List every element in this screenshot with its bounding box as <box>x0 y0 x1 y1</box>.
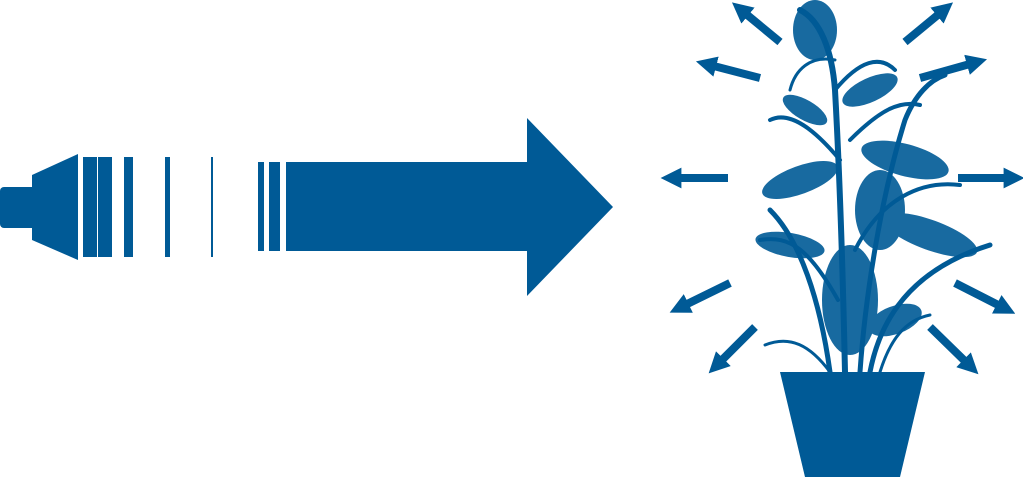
radiating-arrow-icon <box>731 2 783 46</box>
radiating-arrow-icon <box>918 54 988 82</box>
radiating-arrow-icon <box>669 279 732 313</box>
potted-plant-icon <box>755 0 993 477</box>
radiating-arrows <box>660 2 1023 375</box>
flow-arrow-icon <box>286 118 613 296</box>
pot <box>780 372 925 477</box>
radiating-arrow-icon <box>927 324 979 375</box>
spray-nozzle-icon <box>0 154 78 260</box>
radiating-arrow-icon <box>708 324 758 374</box>
radiating-arrow-icon <box>953 279 1016 314</box>
spray-bars <box>83 157 280 257</box>
radiating-arrow-icon <box>902 2 954 46</box>
radiating-arrow-icon <box>695 56 762 82</box>
